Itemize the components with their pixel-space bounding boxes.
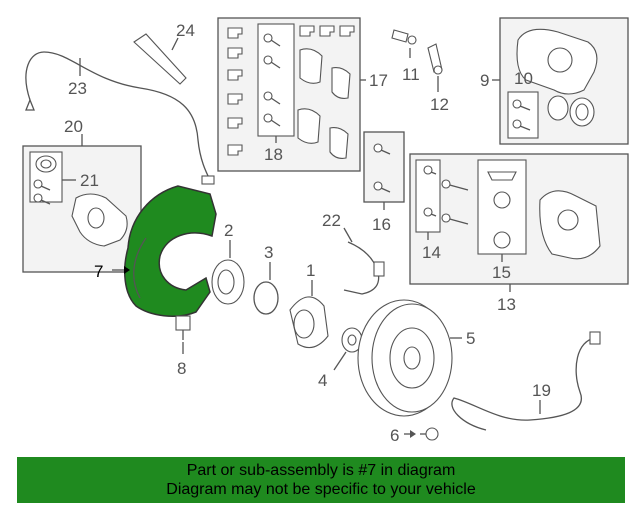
part-group-16-box[interactable] [363, 131, 405, 203]
part-3-snap-ring[interactable] [253, 281, 279, 315]
banner-line-2: Diagram may not be specific to your vehi… [166, 481, 476, 498]
callout-3: 3 [264, 243, 273, 262]
callout-15: 15 [492, 263, 511, 282]
part-12-clip[interactable] [427, 43, 443, 75]
callout-14: 14 [422, 243, 441, 262]
part-7-splash-shield[interactable] [123, 185, 217, 317]
callout-5: 5 [466, 329, 475, 348]
callout-16: 16 [372, 215, 391, 234]
callout-22: 22 [322, 211, 341, 230]
part-1-hub[interactable] [289, 296, 329, 349]
callout-21: 21 [80, 171, 99, 190]
part-23-sensor-wire[interactable] [25, 51, 215, 185]
callout-13: 13 [497, 295, 516, 314]
callout-23: 23 [68, 79, 87, 98]
part-5-rotor[interactable] [357, 299, 453, 417]
part-22-speed-sensor[interactable] [343, 241, 385, 295]
part-group-13-box[interactable] [409, 153, 629, 285]
part-2-bearing[interactable] [211, 259, 245, 305]
banner-line-1: Part or sub-assembly is #7 in diagram [186, 462, 456, 479]
part-8-bolt[interactable] [175, 315, 191, 340]
callout-11: 11 [402, 65, 420, 84]
part-6-bolt[interactable] [420, 427, 439, 441]
callout-1: 1 [306, 261, 315, 280]
callout-19: 19 [532, 381, 551, 400]
part-19-wear-sensor[interactable] [451, 331, 601, 431]
callout-17: 17 [369, 71, 388, 90]
callout-12: 12 [430, 95, 449, 114]
callout-10: 10 [514, 69, 533, 88]
callout-20: 20 [64, 117, 83, 136]
callout-8: 8 [177, 359, 186, 378]
callout-4: 4 [318, 371, 327, 390]
callout-7: 7 [94, 262, 103, 281]
brake-assembly-diagram: 17 18 24 23 11 12 9 10 [22, 17, 629, 445]
callout-9: 9 [480, 71, 489, 90]
callout-24: 24 [176, 21, 195, 40]
callout-6: 6 [390, 426, 399, 445]
part-info-banner: Part or sub-assembly is #7 in diagram Di… [17, 457, 625, 503]
part-group-9-box[interactable] [499, 17, 629, 145]
part-4-nut[interactable] [341, 327, 363, 353]
part-group-18-box[interactable] [217, 17, 361, 172]
part-24-bracket[interactable] [133, 33, 187, 85]
part-group-20-box[interactable] [22, 145, 142, 273]
callout-2: 2 [224, 221, 233, 240]
part-11-bleeder[interactable] [391, 29, 417, 45]
callout-18: 18 [264, 145, 283, 164]
